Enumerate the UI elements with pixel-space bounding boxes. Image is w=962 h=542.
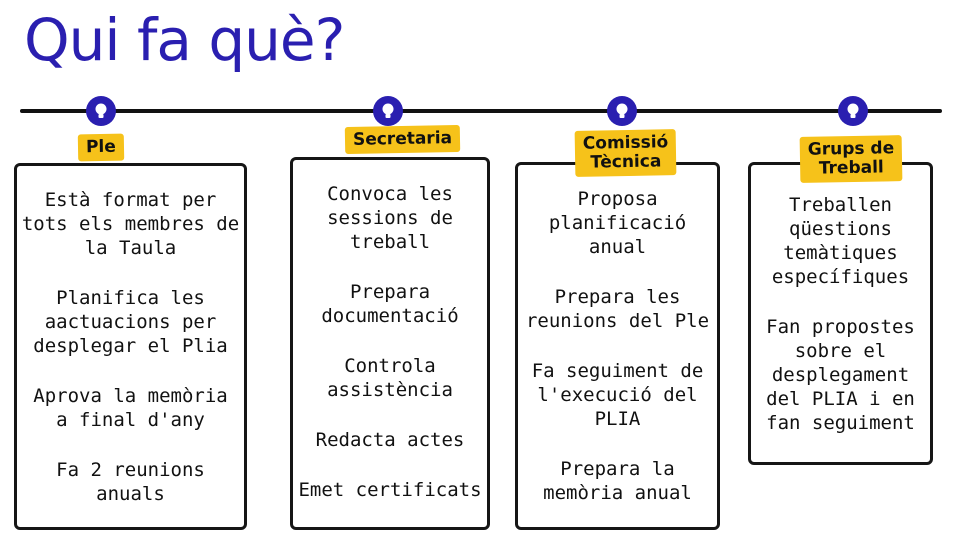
role-label: Secretaria (344, 124, 461, 155)
lightbulb-icon (607, 96, 637, 126)
role-item: Fa seguiment de l'execució del PLIA (531, 360, 704, 430)
role-item: Emet certificats (298, 479, 482, 501)
role-item: Prepara les reunions del Ple (525, 286, 710, 332)
role-item: Fan propostes sobre el desplegament del … (766, 316, 915, 434)
role-items: Està format per tots els membres de la T… (17, 188, 244, 532)
role-item: Està format per tots els membres de la T… (21, 189, 240, 259)
role-label: Comissió Tècnica (574, 129, 677, 177)
role-item: Redacta actes (315, 429, 465, 451)
role-card: Està format per tots els membres de la T… (14, 163, 247, 530)
role-item: Planifica les aactuacions per desplegar … (33, 287, 228, 357)
role-item: Prepara documentació (321, 281, 459, 327)
lightbulb-icon (373, 96, 403, 126)
role-item: Prepara la memòria anual (543, 458, 692, 504)
role-items: Treballen qüestions temàtiques específiq… (751, 193, 930, 461)
role-item: Convoca les sessions de treball (327, 183, 453, 253)
lightbulb-icon (838, 96, 868, 126)
role-item: Proposa planificació anual (548, 188, 687, 258)
role-label: Ple (77, 133, 125, 162)
role-item: Fa 2 reunions anuals (56, 459, 205, 505)
page-title: Qui fa què? (24, 6, 345, 74)
role-item: Aprova la memòria a final d'any (33, 385, 228, 431)
role-card: Treballen qüestions temàtiques específiq… (748, 162, 933, 465)
role-item: Controla assistència (327, 355, 453, 401)
lightbulb-icon (86, 96, 116, 126)
role-label: Grups de Treball (799, 135, 903, 183)
role-item: Treballen qüestions temàtiques específiq… (771, 194, 910, 288)
timeline-line (20, 109, 942, 113)
